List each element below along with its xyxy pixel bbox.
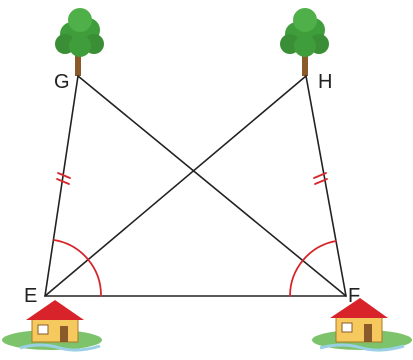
segment-eh	[44, 75, 307, 297]
house-icon	[312, 298, 412, 352]
point-label-g: G	[54, 71, 70, 93]
angle-arc-e	[53, 239, 102, 297]
tree-icon	[55, 8, 104, 76]
tick-mark-fh	[313, 172, 328, 185]
segment-eg	[44, 75, 79, 297]
angle-arc-f	[289, 240, 337, 297]
segment-fg	[77, 75, 347, 297]
point-label-h: H	[318, 71, 332, 93]
house-icon	[2, 300, 102, 352]
point-label-f: F	[348, 285, 360, 307]
tick-mark-eg	[56, 172, 71, 185]
tree-icon	[280, 8, 329, 76]
segment-fh	[305, 75, 347, 297]
point-label-e: E	[24, 285, 37, 307]
